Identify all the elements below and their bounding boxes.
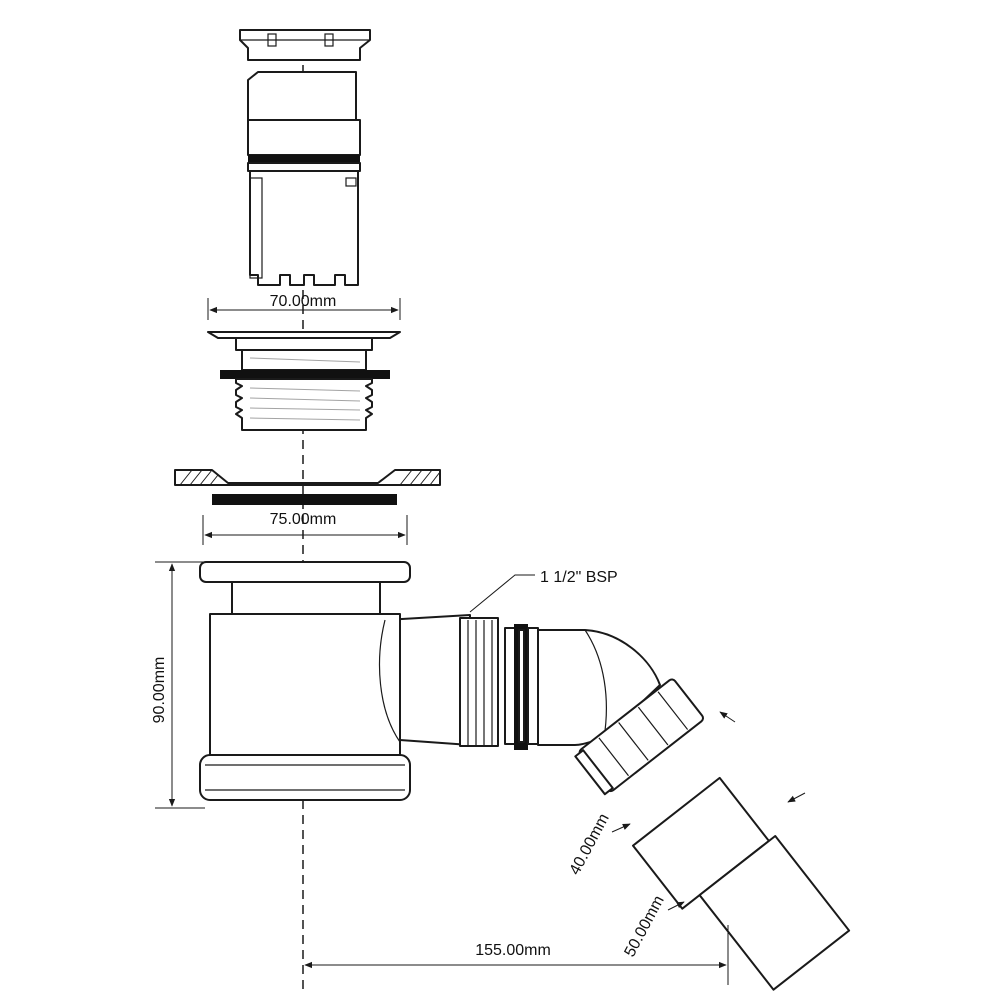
top-cap bbox=[239, 29, 371, 61]
dimension-70mm: 70.00mm bbox=[207, 293, 401, 320]
dimension-label-70mm: 70.00mm bbox=[270, 293, 337, 310]
dimension-label-75mm: 75.00mm bbox=[270, 511, 337, 528]
dimension-label-40mm: 40.00mm bbox=[567, 811, 613, 878]
strainer-basket bbox=[247, 71, 361, 286]
outlet-adaptor bbox=[631, 776, 851, 991]
trap-body bbox=[199, 561, 471, 801]
thread-texture bbox=[249, 357, 361, 421]
outlet-elbow bbox=[537, 629, 661, 746]
waste-body bbox=[207, 331, 401, 431]
dimension-label-50mm: 50.00mm bbox=[622, 893, 668, 960]
dimension-75mm: 75.00mm bbox=[202, 511, 408, 545]
flange-plate bbox=[174, 469, 441, 505]
compression-nut bbox=[574, 678, 704, 796]
basket-seal-ring bbox=[248, 155, 360, 163]
thread-callout: 1 1/2" BSP bbox=[469, 569, 618, 613]
thread-callout-label: 1 1/2" BSP bbox=[540, 569, 618, 586]
dimension-label-90mm: 90.00mm bbox=[151, 657, 168, 724]
dimension-90mm: 90.00mm bbox=[151, 561, 205, 809]
dimension-label-155mm: 155.00mm bbox=[475, 942, 551, 959]
threaded-outlet bbox=[459, 617, 539, 750]
dimension-155mm: 155.00mm bbox=[304, 925, 729, 985]
flange-gasket bbox=[212, 494, 397, 505]
waste-sealing-washer bbox=[220, 370, 390, 379]
